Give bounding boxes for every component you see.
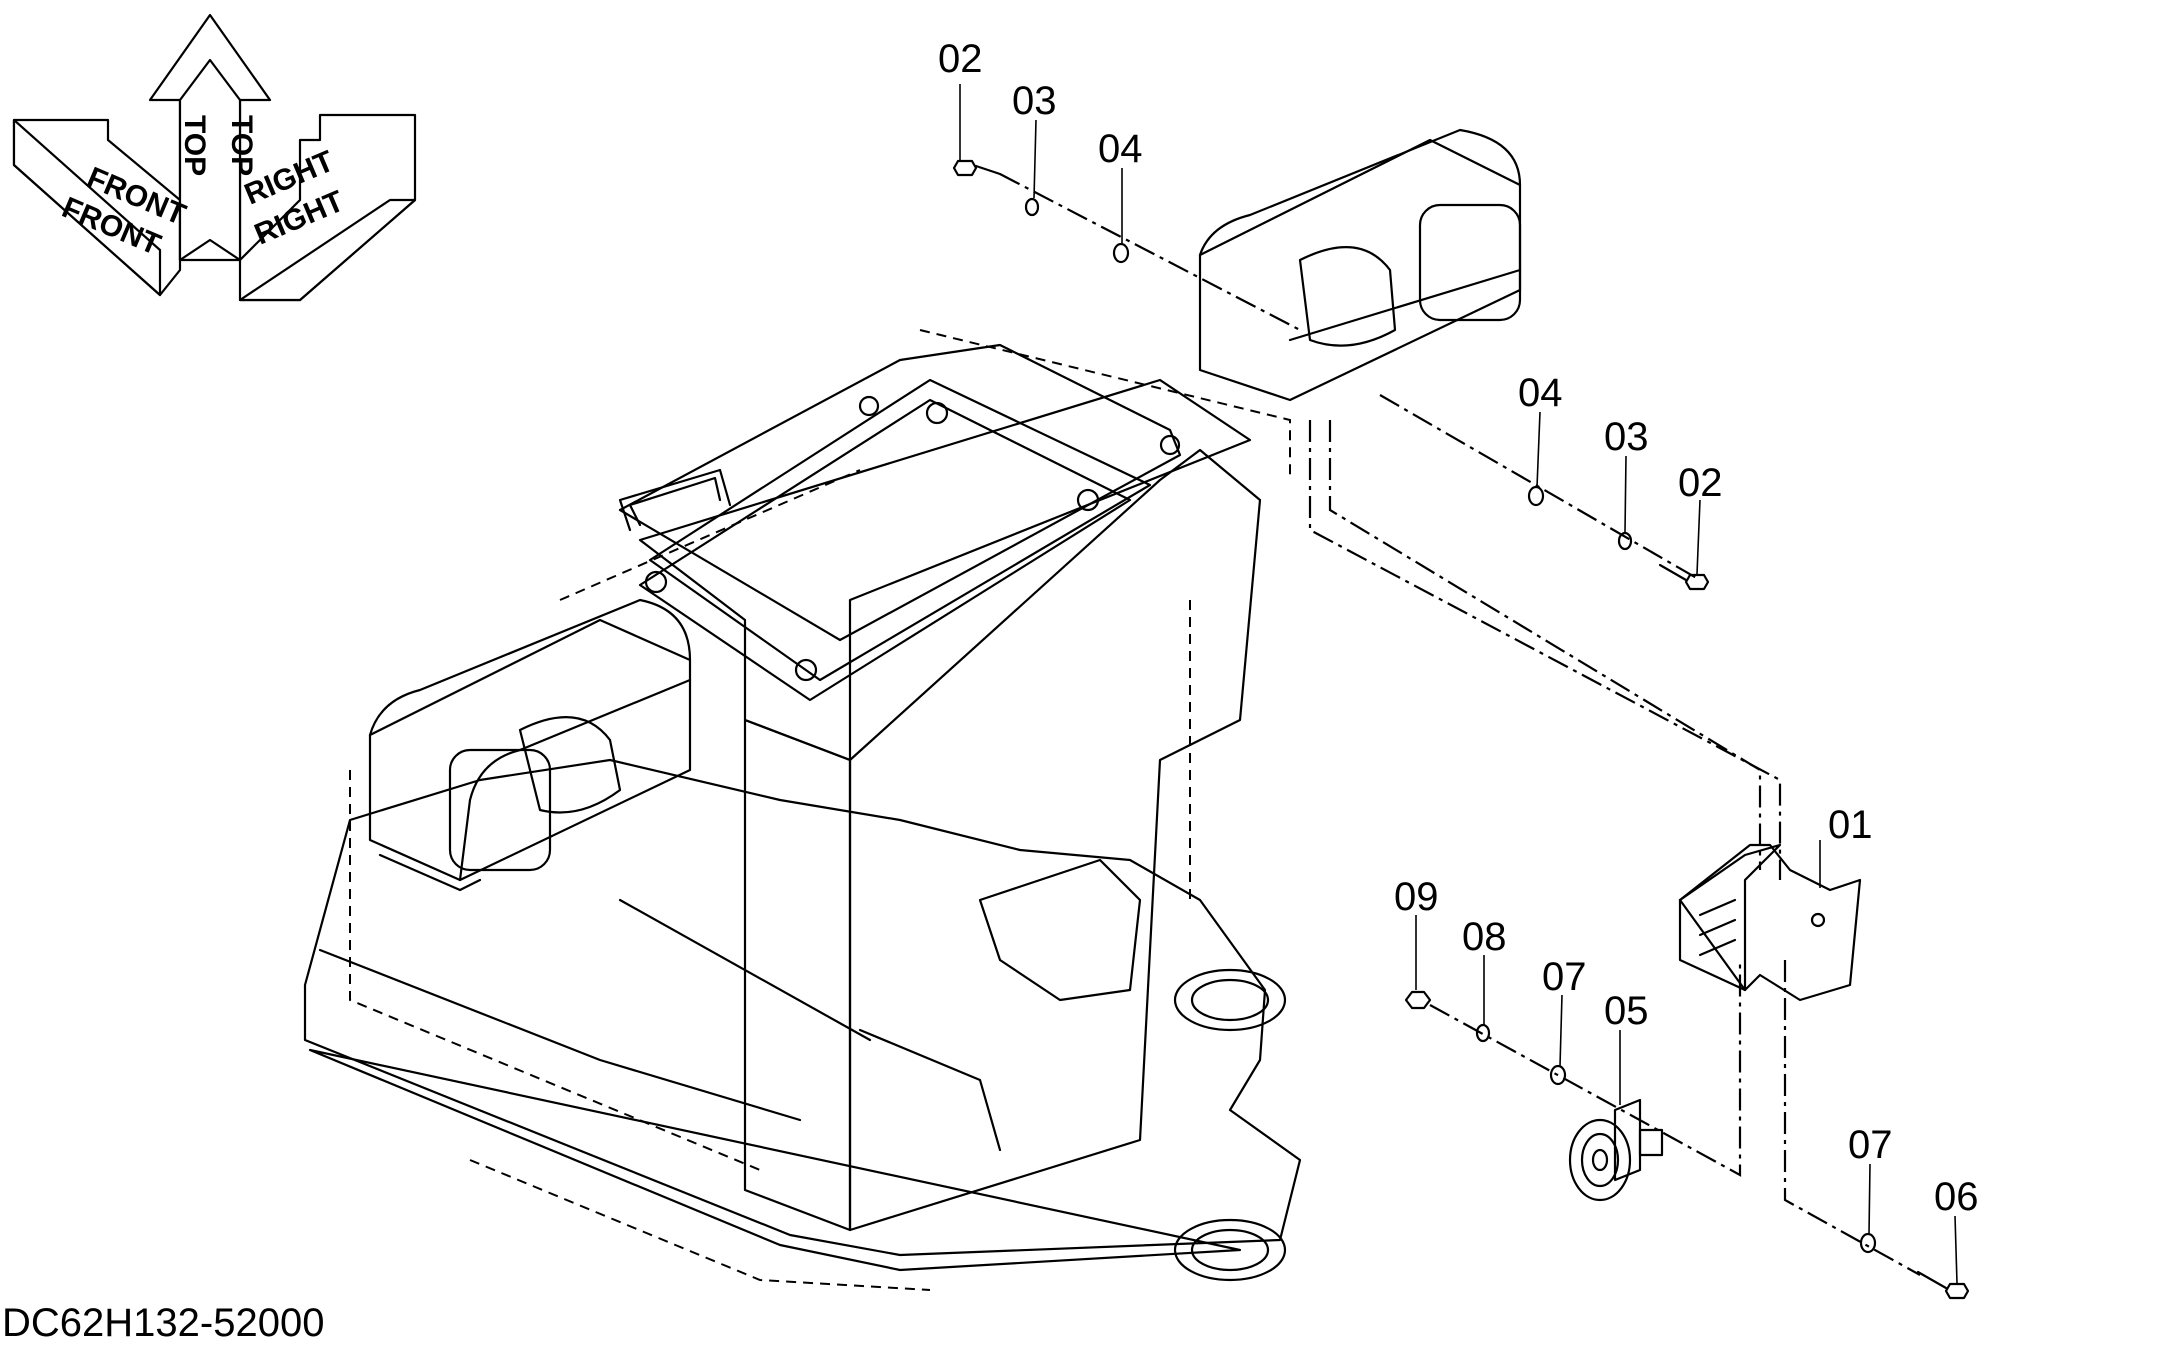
assembly-lines xyxy=(999,173,1921,1276)
nut-icon xyxy=(1404,990,1432,1010)
washer-icon xyxy=(1549,1064,1567,1086)
top-label-left: TOP xyxy=(178,115,211,176)
callout-04-top: 04 xyxy=(1098,127,1143,171)
bolt-icon xyxy=(1944,1282,1970,1300)
bolt-icon xyxy=(1684,573,1710,591)
callout-02-right: 02 xyxy=(1678,461,1723,505)
drawing-code: DC62H132-52000 xyxy=(2,1301,325,1345)
washer-icon xyxy=(1859,1232,1877,1254)
callout-07-right: 07 xyxy=(1848,1123,1893,1167)
washer-icon xyxy=(1617,531,1633,551)
washer-icon xyxy=(1024,197,1040,217)
callout-06: 06 xyxy=(1934,1175,1979,1219)
washer-icon xyxy=(1527,485,1545,507)
callout-05: 05 xyxy=(1604,989,1649,1033)
upper-frame xyxy=(303,128,1522,1291)
right-work-light xyxy=(1198,128,1522,402)
bolt-icon xyxy=(952,159,978,177)
washer-icon xyxy=(1112,242,1130,264)
top-label-right: TOP xyxy=(225,115,258,176)
callout-09: 09 xyxy=(1394,875,1439,919)
callout-leaders xyxy=(959,84,1958,1284)
fasteners xyxy=(952,159,1970,1300)
horn-bracket-part-01 xyxy=(1678,843,1862,1002)
callout-03-right: 03 xyxy=(1604,415,1649,459)
callout-03-top: 03 xyxy=(1012,79,1057,123)
callout-07-left: 07 xyxy=(1542,955,1587,999)
left-work-light xyxy=(368,598,692,892)
callout-01: 01 xyxy=(1828,803,1873,847)
callouts: 02 03 04 04 03 02 01 05 09 08 07 07 06 xyxy=(938,37,1979,1219)
orientation-indicator: FRONT FRONT TOP TOP RIGHT RIGHT xyxy=(12,13,417,302)
washer-icon xyxy=(1475,1023,1491,1043)
callout-08: 08 xyxy=(1462,915,1507,959)
callout-04-right: 04 xyxy=(1518,371,1563,415)
horn-part-05 xyxy=(1568,1098,1664,1202)
callout-02-top: 02 xyxy=(938,37,983,81)
